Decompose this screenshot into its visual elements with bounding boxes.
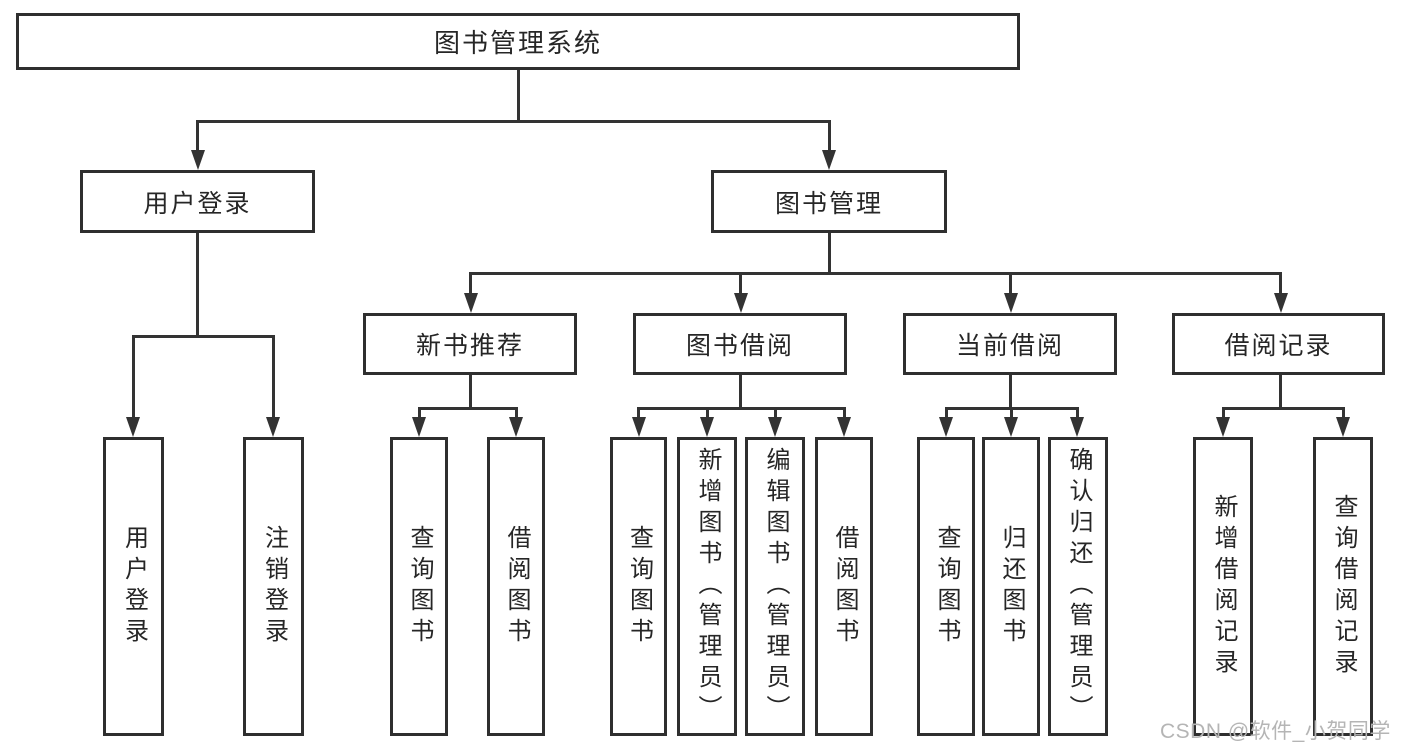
node-label: 查询图书 bbox=[625, 524, 653, 649]
connector-vline bbox=[469, 375, 472, 408]
connector-vline bbox=[637, 407, 640, 420]
node-add-borrow-record: 新增借阅记录 bbox=[1193, 437, 1253, 736]
node-label: 用户登录 bbox=[143, 189, 252, 218]
connector-vline bbox=[196, 233, 199, 336]
connector-hline bbox=[417, 407, 518, 410]
node-new-book-recommend: 新书推荐 bbox=[363, 313, 577, 375]
connector-vline bbox=[827, 120, 831, 152]
connector-vline bbox=[1221, 407, 1225, 420]
node-query-books-recommend: 查询图书 bbox=[390, 437, 448, 736]
connector-hline bbox=[1221, 407, 1345, 410]
node-confirm-return-admin: 确认归还（管理员） bbox=[1048, 437, 1108, 736]
node-borrow-books-recommend: 借阅图书 bbox=[487, 437, 545, 736]
node-query-borrow-record: 查询借阅记录 bbox=[1313, 437, 1373, 736]
node-label: 图书管理 bbox=[774, 189, 883, 218]
node-user-login-leaf: 用户登录 bbox=[103, 437, 164, 736]
node-user-login: 用户登录 bbox=[80, 170, 315, 233]
arrow-down-icon bbox=[1273, 293, 1288, 313]
node-label: 编辑图书（管理员） bbox=[762, 447, 789, 726]
arrow-down-icon bbox=[837, 417, 851, 437]
node-book-borrowing: 图书借阅 bbox=[633, 313, 847, 375]
connector-vline bbox=[196, 120, 199, 152]
connector-vline bbox=[1009, 272, 1012, 295]
connector-vline bbox=[827, 233, 831, 273]
node-borrow-books-leaf: 借阅图书 bbox=[815, 437, 873, 736]
node-label: 借阅记录 bbox=[1224, 332, 1333, 360]
connector-vline bbox=[705, 407, 709, 420]
arrow-down-icon bbox=[1003, 293, 1018, 313]
arrow-down-icon bbox=[939, 417, 953, 437]
arrow-down-icon bbox=[266, 417, 280, 437]
arrow-down-icon bbox=[463, 293, 478, 313]
connector-vline bbox=[131, 335, 135, 419]
arrow-down-icon bbox=[1216, 417, 1230, 437]
arrow-down-icon bbox=[733, 293, 748, 313]
arrow-down-icon bbox=[509, 417, 523, 437]
node-label: 借阅图书 bbox=[831, 524, 858, 649]
connector-vline bbox=[417, 407, 421, 420]
node-label: 注销登录 bbox=[260, 524, 288, 649]
node-label: 归还图书 bbox=[998, 524, 1025, 649]
node-label: 确认归还（管理员） bbox=[1065, 447, 1092, 726]
node-label: 借阅图书 bbox=[503, 524, 530, 649]
arrow-down-icon bbox=[190, 150, 205, 170]
node-label: 用户登录 bbox=[120, 524, 148, 649]
connector-hline bbox=[637, 407, 846, 410]
node-query-books-borrowing: 查询图书 bbox=[610, 437, 667, 736]
connector-vline bbox=[1075, 407, 1079, 420]
arrow-down-icon bbox=[1004, 417, 1018, 437]
connector-vline bbox=[739, 272, 742, 295]
arrow-down-icon bbox=[1070, 417, 1084, 437]
connector-vline bbox=[944, 407, 948, 420]
arrow-down-icon bbox=[412, 417, 426, 437]
node-library-system: 图书管理系统 bbox=[16, 13, 1020, 70]
node-label: 当前借阅 bbox=[955, 332, 1064, 360]
node-label: 新增借阅记录 bbox=[1210, 493, 1237, 680]
node-label: 图书管理系统 bbox=[433, 28, 602, 58]
connector-vline bbox=[1341, 407, 1345, 420]
connector-vline bbox=[469, 272, 472, 295]
node-return-books: 归还图书 bbox=[982, 437, 1040, 736]
connector-vline bbox=[1009, 407, 1013, 420]
connector-hline bbox=[196, 120, 831, 123]
connector-vline bbox=[516, 70, 520, 121]
connector-hline bbox=[131, 335, 275, 338]
node-add-books-admin: 新增图书（管理员） bbox=[677, 437, 737, 736]
node-label: 图书借阅 bbox=[685, 332, 794, 360]
arrow-down-icon bbox=[700, 417, 714, 437]
arrow-down-icon bbox=[1336, 417, 1350, 437]
connector-vline bbox=[514, 407, 518, 420]
watermark: CSDN @软件_小贺同学 bbox=[1160, 720, 1391, 743]
node-query-books-current: 查询图书 bbox=[917, 437, 975, 736]
connector-vline bbox=[1279, 375, 1282, 408]
arrow-down-icon bbox=[768, 417, 782, 437]
connector-vline bbox=[739, 375, 742, 408]
node-label: 查询图书 bbox=[933, 524, 960, 649]
connector-hline bbox=[469, 272, 1282, 275]
connector-vline bbox=[842, 407, 846, 420]
connector-vline bbox=[271, 335, 275, 419]
connector-vline bbox=[1009, 375, 1012, 408]
node-borrow-records: 借阅记录 bbox=[1172, 313, 1385, 375]
node-label: 新增图书（管理员） bbox=[694, 447, 721, 726]
node-label: 查询图书 bbox=[406, 524, 433, 649]
node-current-borrowing: 当前借阅 bbox=[903, 313, 1117, 375]
node-edit-books-admin: 编辑图书（管理员） bbox=[745, 437, 805, 736]
node-book-management: 图书管理 bbox=[711, 170, 947, 233]
arrow-down-icon bbox=[822, 150, 836, 170]
node-logout-leaf: 注销登录 bbox=[243, 437, 304, 736]
arrow-down-icon bbox=[126, 417, 140, 437]
arrow-down-icon bbox=[631, 417, 646, 437]
connector-vline bbox=[1279, 272, 1282, 295]
node-label: 新书推荐 bbox=[415, 332, 524, 360]
node-label: 查询借阅记录 bbox=[1330, 493, 1357, 680]
connector-vline bbox=[773, 407, 777, 420]
